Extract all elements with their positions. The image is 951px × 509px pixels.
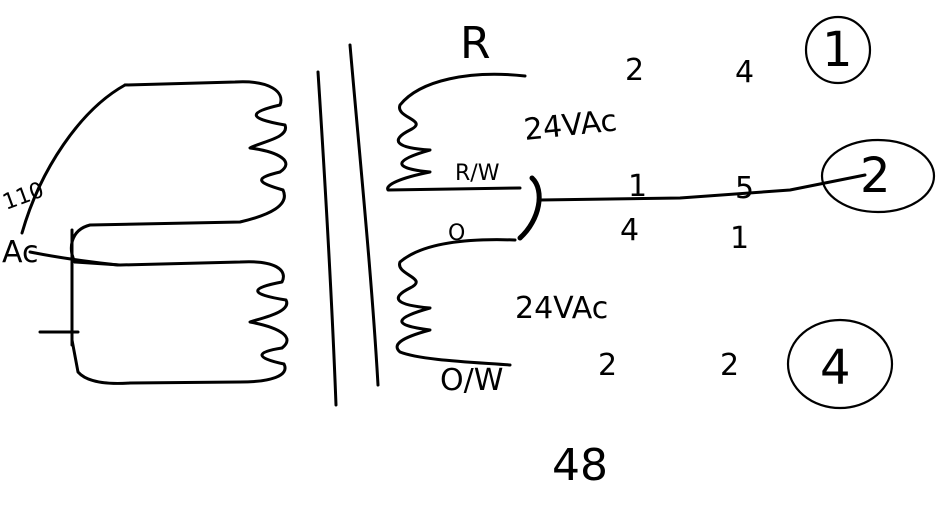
circle-4-label: 4: [820, 340, 851, 396]
primary-unit-label: Ac: [2, 235, 39, 270]
ac-lead: [28, 250, 120, 267]
circled-number-4: 4: [786, 318, 894, 410]
circle-2-outline: [820, 138, 936, 214]
circled-number-1: 1: [804, 15, 872, 85]
circled-number-2: 2: [820, 138, 936, 214]
row1-col1: 2: [625, 53, 644, 88]
secondary-bottom-coil: [395, 238, 517, 367]
row1-col2: 4: [735, 55, 754, 90]
label-r: R: [460, 18, 491, 69]
label-rw: R/W: [455, 161, 500, 186]
transformer-core: [316, 43, 380, 407]
row3-col2: 1: [730, 221, 749, 256]
primary-winding: [20, 80, 289, 385]
primary-top-coil: [69, 80, 288, 264]
secondary-lead-to-2: [538, 173, 867, 202]
secondary-bottom-winding: [395, 238, 517, 367]
row4-col2: 2: [720, 348, 739, 383]
total-label: 48: [552, 440, 608, 491]
circle-1-label: 1: [822, 22, 853, 78]
row2-col1: 1: [628, 169, 647, 204]
row3-col1: 4: [620, 213, 639, 248]
circle-1-outline: [804, 15, 872, 85]
secondary-top-coil: [386, 72, 527, 192]
row4-col1: 2: [598, 348, 617, 383]
secondary-jumper: [517, 175, 542, 241]
secondary-top-voltage: 24VAc: [522, 103, 618, 148]
core-bar-left: [316, 70, 338, 407]
primary-bottom-coil: [70, 260, 289, 385]
label-o: O: [448, 221, 465, 246]
primary-top-lead: [20, 83, 127, 235]
label-ow: O/W: [440, 363, 503, 398]
circle-2-label: 2: [860, 148, 891, 204]
primary-voltage-label: 110: [0, 178, 48, 216]
secondary-top-winding: [386, 72, 867, 241]
circle-4-outline: [786, 318, 894, 410]
core-bar-right: [348, 43, 380, 387]
secondary-bottom-voltage: 24VAc: [515, 291, 608, 326]
row2-col2: 5: [735, 171, 754, 206]
